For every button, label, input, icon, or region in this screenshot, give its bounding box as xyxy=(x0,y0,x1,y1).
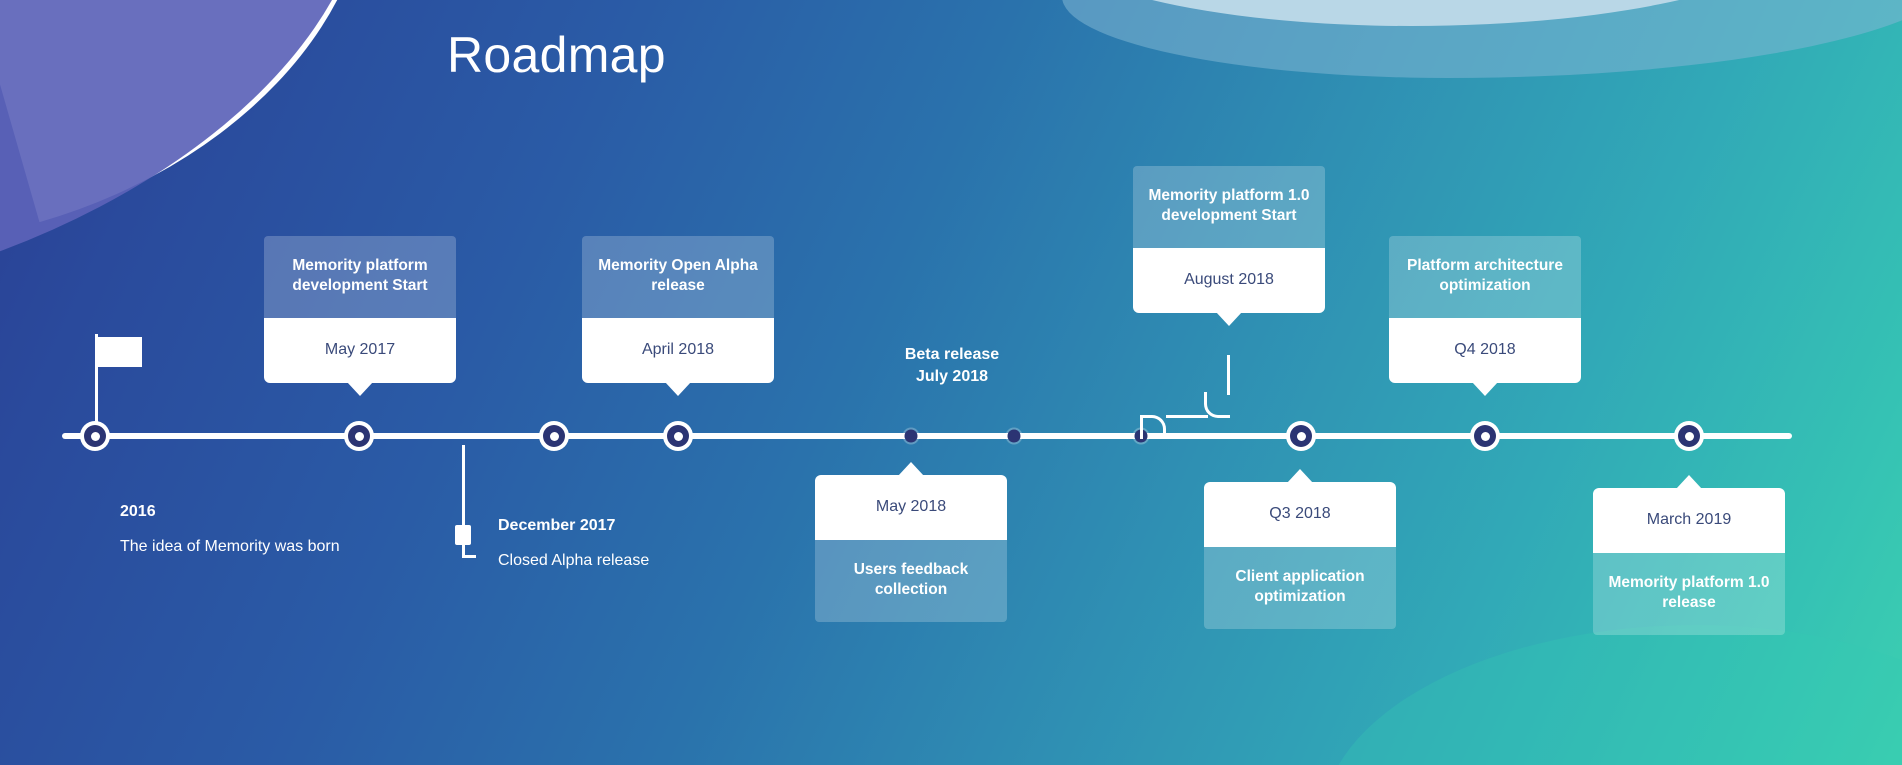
card-may-2017[interactable]: Memority platform development Start May … xyxy=(264,236,456,383)
august-2018-connector-curve-right xyxy=(1204,392,1230,418)
milestone-beta-release-line1: Beta release xyxy=(904,346,1000,363)
milestone-december-2017-head: December 2017 xyxy=(498,517,616,534)
august-2018-connector-segment-vertical-bottom xyxy=(1140,415,1143,439)
milestone-2016-sub: The idea of Memority was born xyxy=(120,538,340,555)
page-title: Roadmap xyxy=(447,27,666,83)
december-2017-tick xyxy=(462,555,476,558)
flag-icon-cloth xyxy=(98,337,142,367)
august-2018-connector xyxy=(1140,355,1230,439)
timeline-node-march-2019[interactable] xyxy=(1674,421,1704,451)
card-april-2018[interactable]: Memority Open Alpha release April 2018 xyxy=(582,236,774,383)
card-q3-2018-date: Q3 2018 xyxy=(1204,482,1396,547)
card-q4-2018-date: Q4 2018 xyxy=(1389,317,1581,383)
card-august-2018[interactable]: Memority platform 1.0 development Start … xyxy=(1133,166,1325,313)
timeline-node-2016[interactable] xyxy=(80,421,110,451)
card-august-2018-title: Memority platform 1.0 development Start xyxy=(1133,166,1325,248)
timeline-node-dec-2017[interactable] xyxy=(539,421,569,451)
milestone-beta-release-line2: July 2018 xyxy=(915,367,989,385)
december-2017-connector xyxy=(462,445,518,555)
card-may-2018[interactable]: May 2018 Users feedback collection xyxy=(815,475,1007,622)
card-q3-2018[interactable]: Q3 2018 Client application optimization xyxy=(1204,482,1396,629)
timeline-node-april-2018[interactable] xyxy=(663,421,693,451)
timeline-node-may-2018[interactable] xyxy=(904,429,918,443)
card-may-2017-date: May 2017 xyxy=(264,317,456,383)
card-may-2018-date: May 2018 xyxy=(815,475,1007,540)
august-2018-connector-segment-horizontal xyxy=(1166,415,1208,418)
flag-icon-pole xyxy=(95,334,98,434)
card-march-2019-date: March 2019 xyxy=(1593,488,1785,553)
card-q4-2018-title: Platform architecture optimization xyxy=(1389,236,1581,318)
milestone-2016: 2016 The idea of Memority was born xyxy=(120,503,340,556)
milestone-beta-release: Beta release July 2018 xyxy=(905,344,999,387)
timeline-node-q3-2018[interactable] xyxy=(1286,421,1316,451)
timeline-axis xyxy=(62,433,1792,439)
card-q4-2018[interactable]: Platform architecture optimization Q4 20… xyxy=(1389,236,1581,383)
decorative-wave-light-top-right xyxy=(1062,0,1902,78)
milestone-december-2017-sub: Closed Alpha release xyxy=(498,552,650,569)
timeline-node-may-2017[interactable] xyxy=(344,421,374,451)
milestone-2016-head: 2016 xyxy=(120,503,156,520)
card-may-2017-title: Memority platform development Start xyxy=(264,236,456,318)
card-march-2019-title: Memority platform 1.0 release xyxy=(1593,553,1785,635)
card-may-2018-title: Users feedback collection xyxy=(815,540,1007,622)
card-april-2018-title: Memority Open Alpha release xyxy=(582,236,774,318)
card-q3-2018-title: Client application optimization xyxy=(1204,547,1396,629)
timeline-node-q4-2018[interactable] xyxy=(1470,421,1500,451)
august-2018-connector-curve-left xyxy=(1140,415,1166,439)
decorative-wave-white-left xyxy=(0,0,444,223)
milestone-december-2017: December 2017 Closed Alpha release xyxy=(498,517,649,570)
decorative-wave-bottom-right xyxy=(1322,625,1902,765)
decorative-wave-white-top-right xyxy=(1042,0,1802,26)
card-april-2018-date: April 2018 xyxy=(582,317,774,383)
card-march-2019[interactable]: March 2019 Memority platform 1.0 release xyxy=(1593,488,1785,635)
timeline-node-july-2018[interactable] xyxy=(1007,429,1021,443)
december-2017-knob xyxy=(455,525,471,545)
august-2018-connector-segment-vertical-top xyxy=(1227,355,1230,395)
card-august-2018-date: August 2018 xyxy=(1133,247,1325,313)
